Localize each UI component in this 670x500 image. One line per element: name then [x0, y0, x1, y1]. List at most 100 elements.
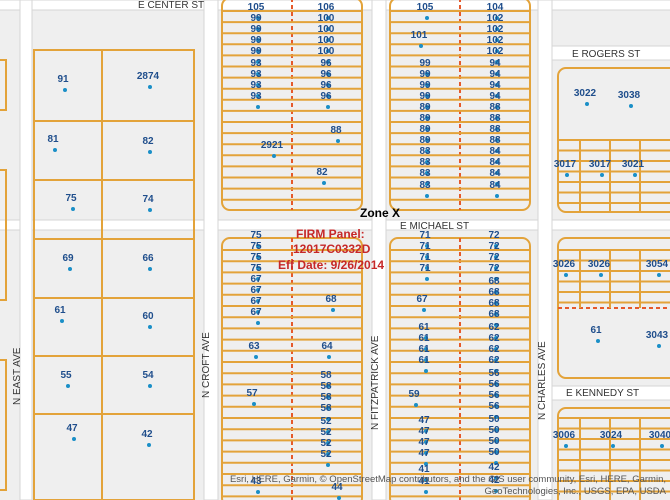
- parcel-point-marker[interactable]: [564, 273, 568, 277]
- parcel-point-marker[interactable]: [322, 181, 326, 185]
- parcel-point-marker[interactable]: [494, 369, 498, 373]
- parcel-point-marker[interactable]: [494, 489, 498, 493]
- parcel-point-marker[interactable]: [256, 49, 260, 53]
- parcel-point-marker[interactable]: [611, 444, 615, 448]
- parcel-point-marker[interactable]: [63, 88, 67, 92]
- parcel-point-marker[interactable]: [414, 403, 418, 407]
- parcel-point-marker[interactable]: [272, 154, 276, 158]
- parcel-point-marker[interactable]: [424, 369, 428, 373]
- parcel-point-marker[interactable]: [495, 149, 499, 153]
- parcel-point-marker[interactable]: [494, 312, 498, 316]
- parcel-point-marker[interactable]: [425, 160, 429, 164]
- parcel-point-marker[interactable]: [495, 160, 499, 164]
- parcel-point-marker[interactable]: [326, 83, 330, 87]
- parcel-point-marker[interactable]: [256, 60, 260, 64]
- parcel-point-marker[interactable]: [425, 194, 429, 198]
- parcel-point-marker[interactable]: [494, 476, 498, 480]
- parcel-point-marker[interactable]: [147, 443, 151, 447]
- parcel-point-marker[interactable]: [494, 358, 498, 362]
- parcel-point-marker[interactable]: [326, 395, 330, 399]
- parcel-point-marker[interactable]: [495, 127, 499, 131]
- parcel-point-marker[interactable]: [60, 319, 64, 323]
- parcel-point-marker[interactable]: [256, 94, 260, 98]
- parcel-point-marker[interactable]: [422, 308, 426, 312]
- parcel-point-marker[interactable]: [256, 83, 260, 87]
- parcel-point-marker[interactable]: [256, 72, 260, 76]
- parcel-point-marker[interactable]: [256, 266, 260, 270]
- parcel-point-marker[interactable]: [600, 173, 604, 177]
- parcel-point-marker[interactable]: [148, 208, 152, 212]
- parcel-point-marker[interactable]: [326, 384, 330, 388]
- parcel-point-marker[interactable]: [425, 138, 429, 142]
- parcel-point-marker[interactable]: [256, 16, 260, 20]
- parcel-point-marker[interactable]: [495, 38, 499, 42]
- parcel-point-marker[interactable]: [495, 16, 499, 20]
- parcel-point-marker[interactable]: [495, 194, 499, 198]
- parcel-point-marker[interactable]: [425, 255, 429, 259]
- parcel-point-marker[interactable]: [424, 440, 428, 444]
- parcel-point-marker[interactable]: [494, 450, 498, 454]
- parcel-point-marker[interactable]: [53, 148, 57, 152]
- parcel-point-marker[interactable]: [424, 490, 428, 494]
- parcel-point-marker[interactable]: [425, 16, 429, 20]
- parcel-point-marker[interactable]: [424, 451, 428, 455]
- parcel-point-marker[interactable]: [326, 49, 330, 53]
- parcel-point-marker[interactable]: [629, 104, 633, 108]
- parcel-point-marker[interactable]: [494, 266, 498, 270]
- parcel-point-marker[interactable]: [495, 72, 499, 76]
- parcel-point-marker[interactable]: [425, 244, 429, 248]
- parcel-point-marker[interactable]: [660, 444, 664, 448]
- parcel-point-marker[interactable]: [256, 288, 260, 292]
- parcel-point-marker[interactable]: [425, 127, 429, 131]
- parcel-point-marker[interactable]: [326, 27, 330, 31]
- parcel-point-marker[interactable]: [254, 355, 258, 359]
- parcel-point-marker[interactable]: [326, 452, 330, 456]
- parcel-point-marker[interactable]: [494, 439, 498, 443]
- parcel-point-marker[interactable]: [494, 290, 498, 294]
- parcel-point-marker[interactable]: [425, 171, 429, 175]
- parcel-point-marker[interactable]: [495, 27, 499, 31]
- parcel-point-marker[interactable]: [331, 308, 335, 312]
- parcel-point-marker[interactable]: [424, 336, 428, 340]
- parcel-point-marker[interactable]: [494, 255, 498, 259]
- parcel-point-marker[interactable]: [424, 462, 428, 466]
- parcel-point-marker[interactable]: [495, 182, 499, 186]
- parcel-point-marker[interactable]: [72, 437, 76, 441]
- parcel-point-marker[interactable]: [148, 150, 152, 154]
- parcel-point-marker[interactable]: [148, 85, 152, 89]
- parcel-point-marker[interactable]: [256, 277, 260, 281]
- parcel-point-marker[interactable]: [256, 299, 260, 303]
- parcel-point-marker[interactable]: [256, 321, 260, 325]
- parcel-point-marker[interactable]: [419, 44, 423, 48]
- parcel-point-marker[interactable]: [425, 105, 429, 109]
- parcel-point-marker[interactable]: [425, 72, 429, 76]
- map-attribution[interactable]: Esri, HERE, Garmin, © OpenStreetMap cont…: [229, 474, 666, 497]
- parcel-point-marker[interactable]: [657, 344, 661, 348]
- parcel-point-marker[interactable]: [495, 171, 499, 175]
- parcel-point-marker[interactable]: [326, 430, 330, 434]
- parcel-point-marker[interactable]: [633, 173, 637, 177]
- parcel-point-marker[interactable]: [256, 490, 260, 494]
- parcel-point-marker[interactable]: [327, 355, 331, 359]
- parcel-point-marker[interactable]: [336, 139, 340, 143]
- parcel-point-marker[interactable]: [256, 38, 260, 42]
- parcel-point-marker[interactable]: [326, 38, 330, 42]
- parcel-point-marker[interactable]: [599, 273, 603, 277]
- parcel-point-marker[interactable]: [494, 428, 498, 432]
- parcel-point-marker[interactable]: [425, 116, 429, 120]
- parcel-point-marker[interactable]: [326, 72, 330, 76]
- parcel-point-marker[interactable]: [494, 244, 498, 248]
- parcel-point-marker[interactable]: [494, 393, 498, 397]
- parcel-point-marker[interactable]: [495, 94, 499, 98]
- parcel-point-marker[interactable]: [494, 277, 498, 281]
- parcel-point-marker[interactable]: [494, 301, 498, 305]
- parcel-point-marker[interactable]: [326, 406, 330, 410]
- parcel-point-marker[interactable]: [657, 273, 661, 277]
- parcel-point-marker[interactable]: [256, 27, 260, 31]
- parcel-point-marker[interactable]: [337, 496, 341, 500]
- parcel-point-marker[interactable]: [495, 138, 499, 142]
- parcel-point-marker[interactable]: [326, 441, 330, 445]
- parcel-point-marker[interactable]: [494, 336, 498, 340]
- parcel-point-marker[interactable]: [425, 266, 429, 270]
- parcel-point-marker[interactable]: [424, 478, 428, 482]
